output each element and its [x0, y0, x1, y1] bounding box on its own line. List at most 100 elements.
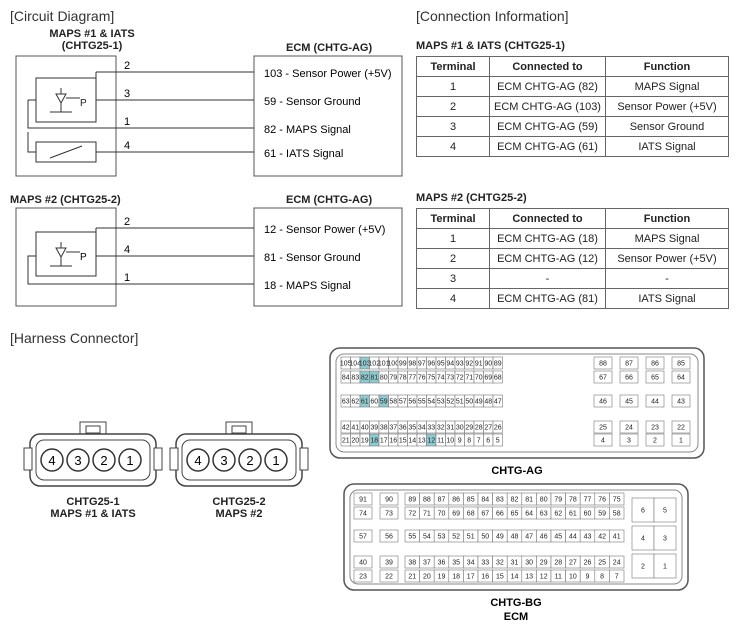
conn1-label-line2: MAPS #1 & IATS [50, 508, 136, 520]
chtg-ag-pin-number: 62 [351, 399, 359, 406]
chtg-ag-pin-number: 25 [599, 425, 607, 432]
conn1-pin-2: 2 [100, 453, 107, 468]
circuit1-wire-label-2: 82 - MAPS Signal [264, 124, 351, 136]
chtg-ag-pin-cell [619, 433, 639, 447]
chtg-bg-pin-number: 58 [613, 511, 621, 518]
chtg-ag-pin-number: 56 [408, 399, 416, 406]
chtg-bg-pin-number: 33 [481, 560, 489, 567]
chtg-ag-pin-number: 28 [475, 425, 483, 432]
chtg-bg-pin-number: 49 [496, 534, 504, 541]
chtg-ag-pin-number: 90 [484, 361, 492, 368]
chtg-ag-pin-number: 50 [465, 399, 473, 406]
chtg-bg-pin-cell [379, 569, 399, 583]
chtg-ag-pin-cell [593, 433, 613, 447]
chtg-bg-pin-number: 50 [481, 534, 489, 541]
chtg-bg-pin-number: 73 [385, 511, 393, 518]
chtg-ag-pin-number: 66 [625, 375, 633, 382]
circuit1-pin-3: 4 [124, 140, 130, 152]
chtg-ag-pin-number: 88 [599, 361, 607, 368]
chtg-ag-pin-number: 33 [427, 425, 435, 432]
chtg-bg-pin-number: 28 [554, 560, 562, 567]
chtg-ag-pin-cell [645, 433, 665, 447]
chtg-ag-pin-cell [593, 420, 613, 434]
chtg-ag-pin-number: 45 [625, 399, 633, 406]
chtg-ag-pin-cell [492, 433, 503, 447]
chtg-bg-pin-number: 9 [586, 574, 590, 581]
connector-chtg25-1: 4 3 2 1 [23, 421, 163, 487]
chtg-ag-pin-number: 80 [380, 375, 388, 382]
circuit-diagram-title: [Circuit Diagram] [10, 8, 115, 24]
chtg-bg-pin-number: 77 [584, 497, 592, 504]
chtg-ag-pin-number: 98 [408, 361, 416, 368]
circuit1-sensor-label-line1: MAPS #1 & IATS [49, 28, 135, 40]
chtg-bg-pin-number: 15 [496, 574, 504, 581]
chtg-ag-pin-number: 27 [484, 425, 492, 432]
conn1-pin-0: 4 [48, 453, 55, 468]
chtg-ag-pin-cell [671, 370, 691, 384]
chtg-ag-pin-number: 26 [494, 425, 502, 432]
conn2-pin-0: 4 [194, 453, 201, 468]
chtg-ag-pin-number: 78 [399, 375, 407, 382]
chtg-ag-pin-cell [593, 394, 613, 408]
chtg-ag-pin-number: 53 [437, 399, 445, 406]
chtg-bg-pin-number: 68 [467, 511, 475, 518]
chtg-bg-pin-number: 44 [569, 534, 577, 541]
chtg-ag-pin-number: 30 [456, 425, 464, 432]
chtg-ag-pin-number: 70 [475, 375, 483, 382]
chtg-ag-pin-number: 52 [446, 399, 454, 406]
chtg-ag-pin-number: 60 [370, 399, 378, 406]
chtg-ag-pin-number: 41 [351, 425, 359, 432]
chtg-bg-pin-cell [353, 529, 373, 543]
conn2-pin-2: 2 [246, 453, 253, 468]
chtg-ag-pin-number: 89 [494, 361, 502, 368]
chtg-bg-pin-cell [353, 506, 373, 520]
chtg-bg-pin-number: 61 [569, 511, 577, 518]
chtg-ag-pin-number: 48 [484, 399, 492, 406]
chtg-ag-pin-number: 37 [389, 425, 397, 432]
circuit1-pin-1: 3 [124, 88, 130, 100]
circuit2-ecm-label: ECM (CHTG-AG) [286, 194, 373, 206]
chtg-ag-pin-number: 8 [467, 438, 471, 445]
chtg-ag-pin-number: 14 [408, 438, 416, 445]
chtg-bg-pin-number: 63 [540, 511, 548, 518]
chtg-ag-pin-number: 6 [486, 438, 490, 445]
chtg-ag-pin-number: 17 [380, 438, 388, 445]
circuit1-wire-label-3: 61 - IATS Signal [264, 148, 343, 160]
chtg-bg-pin-number: 35 [452, 560, 460, 567]
chtg-bg-pin-number: 45 [554, 534, 562, 541]
chtg-bg-pin-number: 37 [423, 560, 431, 567]
chtg-ag-pin-number: 21 [342, 438, 350, 445]
chtg-bg-pin-number: 64 [525, 511, 533, 518]
conn1-pin-1: 3 [74, 453, 81, 468]
chtg-ag-pin-number: 10 [446, 438, 454, 445]
chtg-bg-pin-number: 59 [598, 511, 606, 518]
chtg-bg-pin-number: 62 [554, 511, 562, 518]
chtg-bg-pin-number: 1 [663, 564, 667, 571]
chtg-ag-pin-cell [593, 356, 613, 370]
conn1-label: CHTG25-1 MAPS #1 & IATS [30, 496, 156, 520]
chtg-ag-pin-number: 4 [601, 438, 605, 445]
chtg-bg-pin-number: 27 [569, 560, 577, 567]
circuit2-wire-label-0: 12 - Sensor Power (+5V) [264, 224, 385, 236]
chtg-ag-pin-number: 57 [399, 399, 407, 406]
chtg-bg-pin-number: 75 [613, 497, 621, 504]
chtg-bg-pin-cell [379, 506, 399, 520]
chtg-bg-pin-number: 13 [525, 574, 533, 581]
chtg-ag-pin-number: 51 [456, 399, 464, 406]
chtg-ag-pin-number: 75 [427, 375, 435, 382]
chtg-bg-pin-number: 8 [600, 574, 604, 581]
circuit1-sensor-label: MAPS #1 & IATS (CHTG25-1) [22, 28, 162, 52]
circuit1-sensor-box [15, 55, 117, 177]
chtg-ag-pin-cell [492, 420, 503, 434]
chtg-bg-pin-number: 52 [452, 534, 460, 541]
chtg-ag-pin-number: 100 [387, 361, 399, 368]
chtg-ag-pin-number: 15 [399, 438, 407, 445]
chtg-bg-pin-number: 31 [511, 560, 519, 567]
chtg-bg-pin-number: 5 [663, 508, 667, 515]
chtg-bg-pin-number: 72 [408, 511, 416, 518]
chtg-bg-pin-cell [609, 492, 625, 506]
